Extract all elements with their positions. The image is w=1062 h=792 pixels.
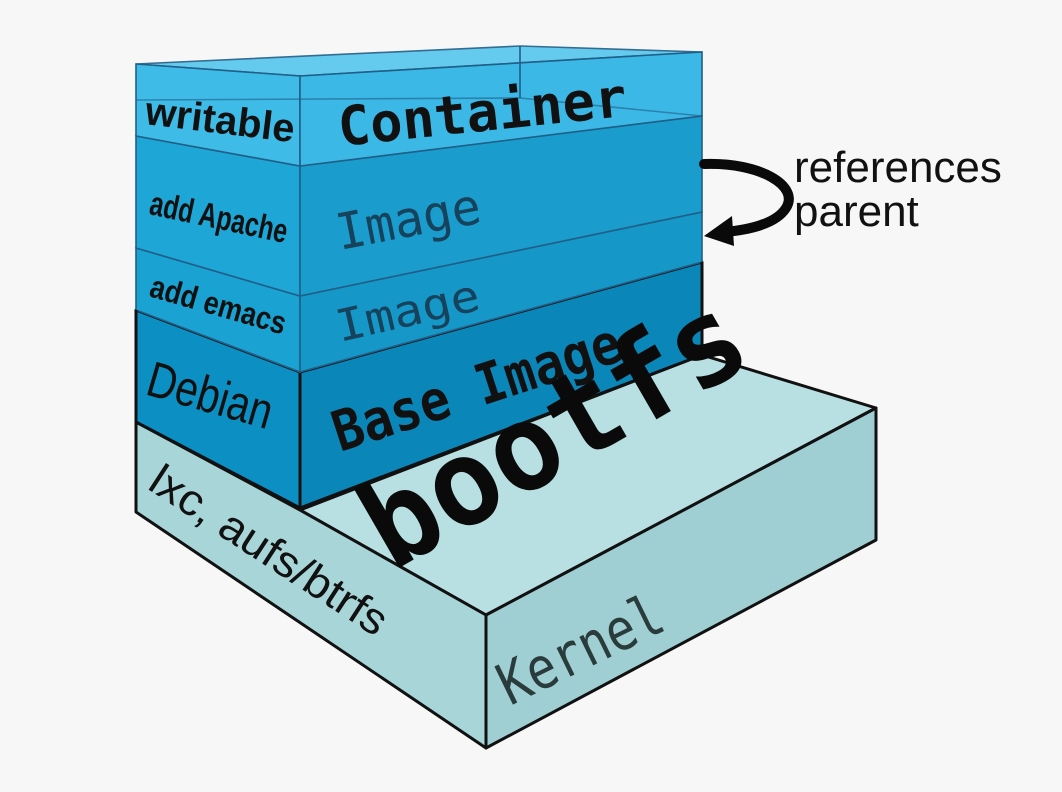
container-inner-line-2 <box>519 97 703 117</box>
arrow-head-icon <box>704 216 734 246</box>
container-layer <box>135 45 703 167</box>
container-inner-line <box>135 97 521 101</box>
annotation-line-1: references <box>794 143 1002 192</box>
annotation-line-2: parent <box>794 187 919 236</box>
apache-layer <box>135 115 703 298</box>
references-parent-annotation: references parent <box>699 143 1002 246</box>
curved-arrow-icon <box>699 158 794 237</box>
kernel-front-face <box>484 406 878 750</box>
kernel-layer <box>134 353 878 750</box>
